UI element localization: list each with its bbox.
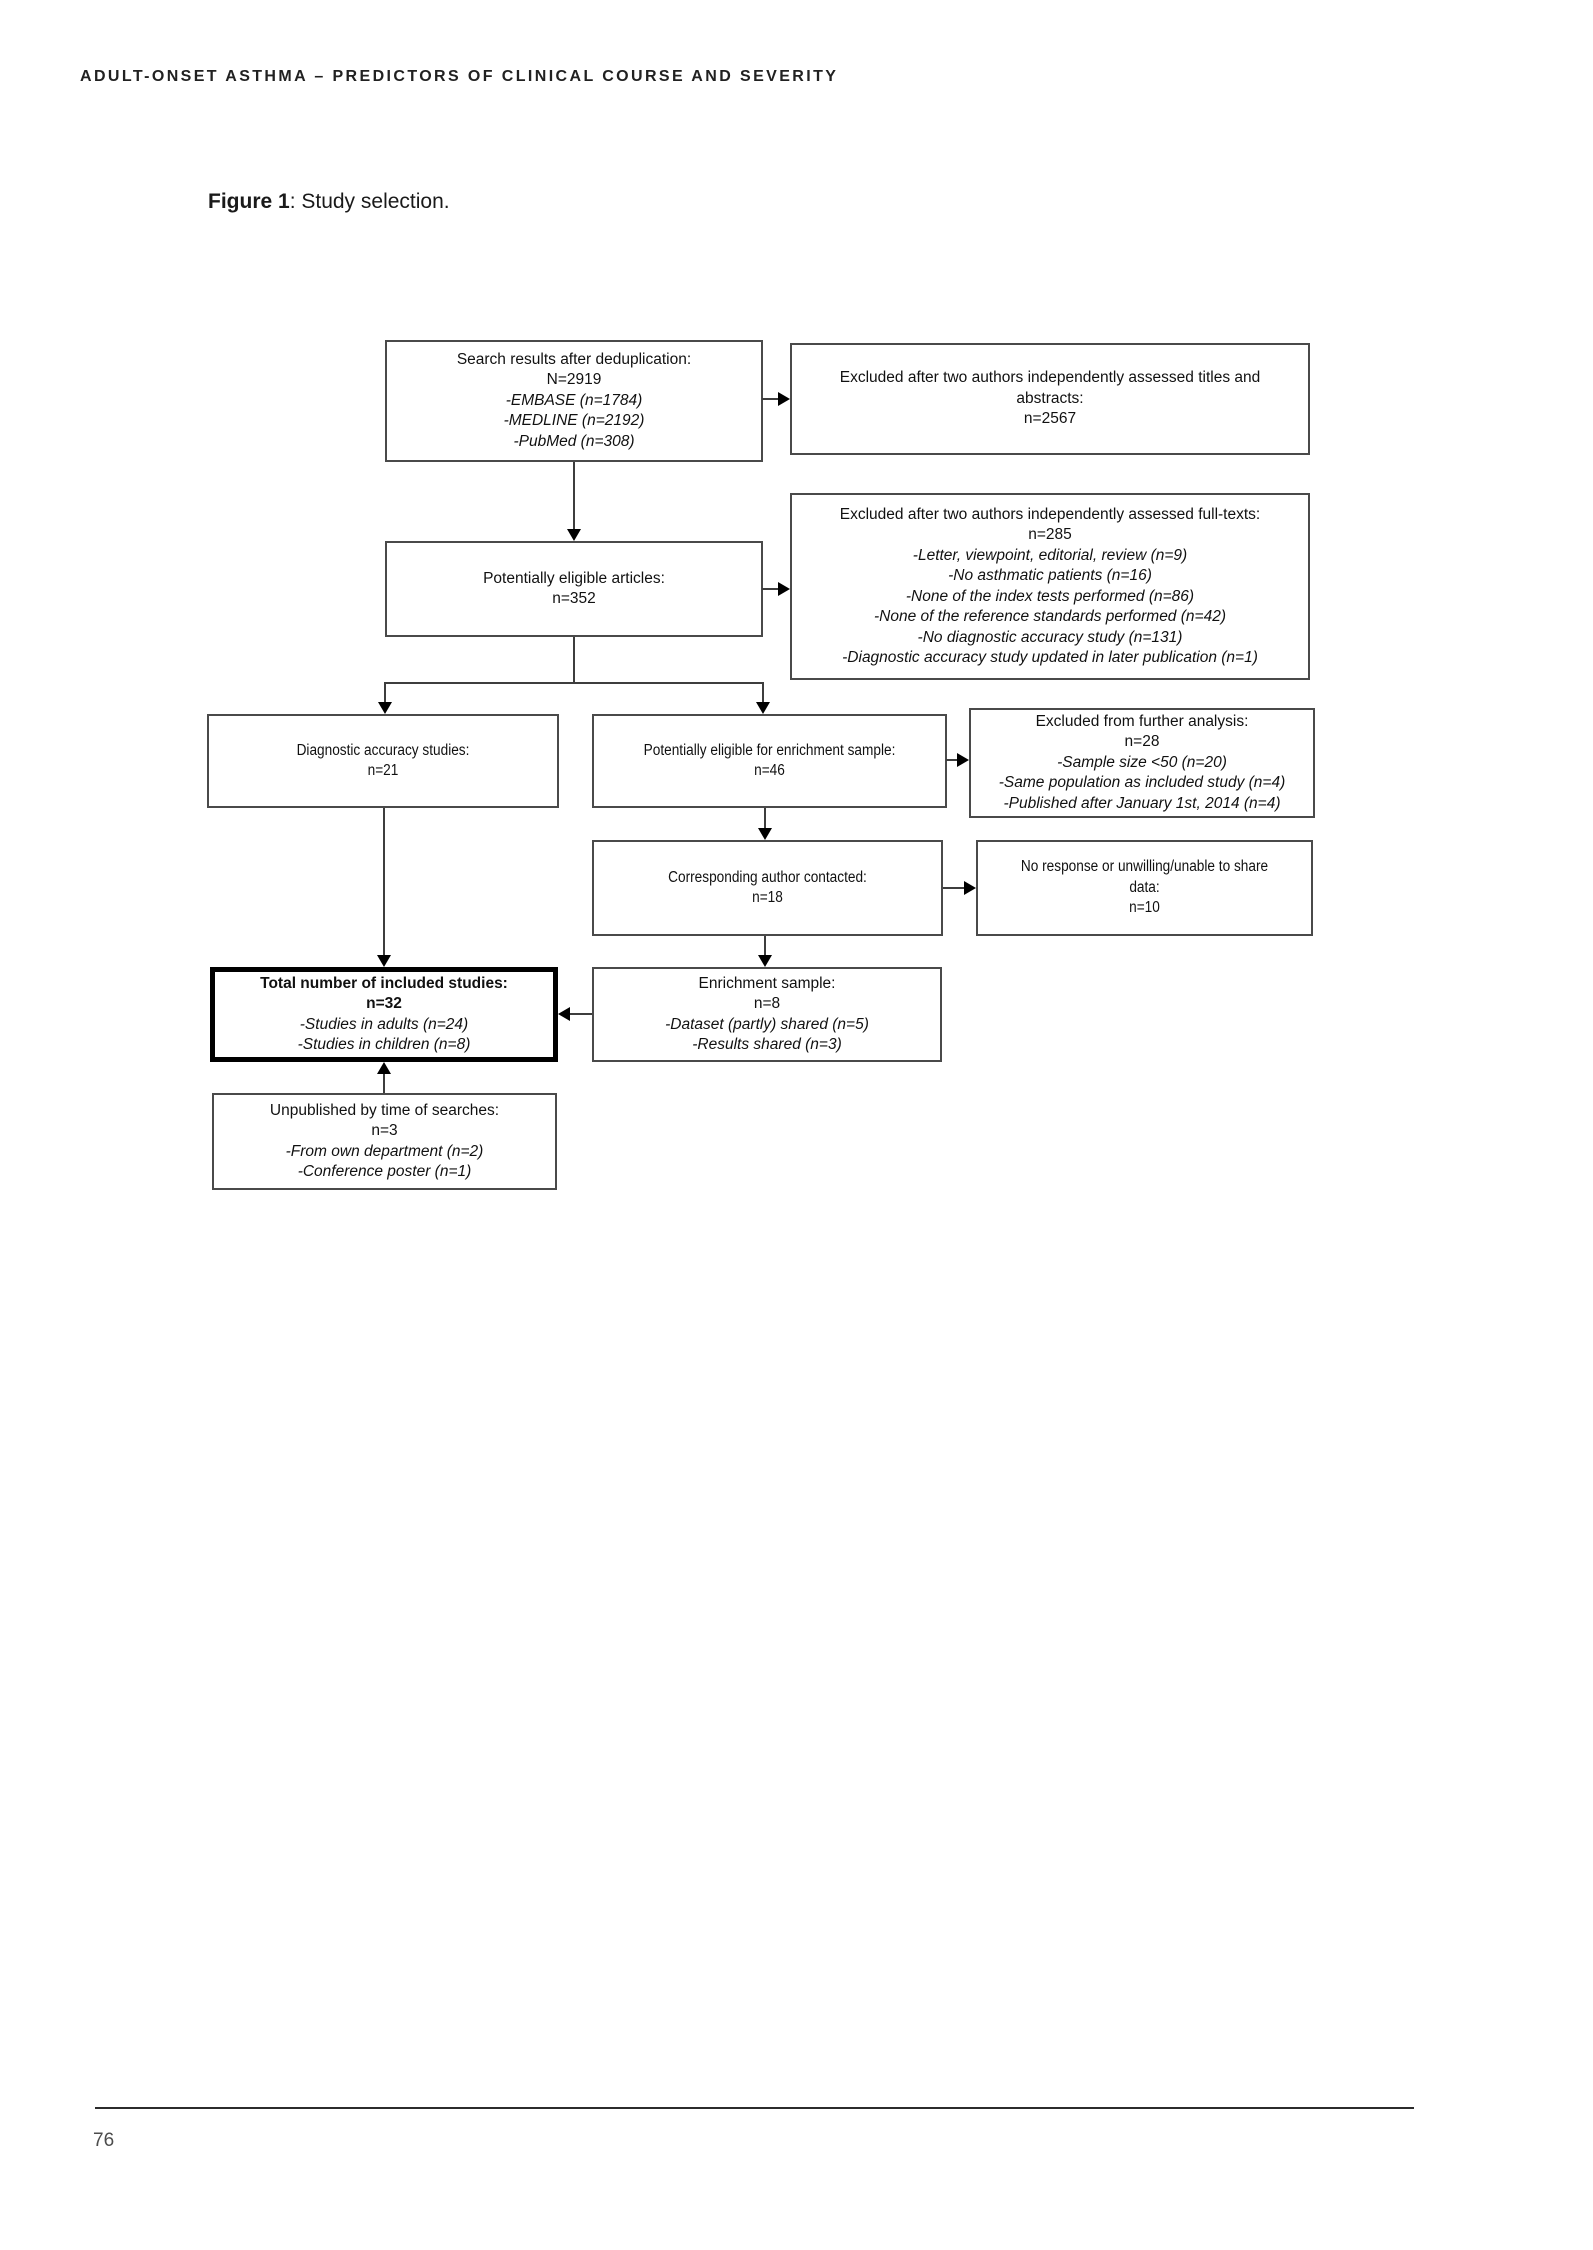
box-text-line: -Studies in adults (n=24) — [299, 1015, 469, 1033]
box-text-line: Enrichment sample: — [698, 974, 836, 992]
figure-label: Figure 1 — [208, 190, 290, 213]
arrowhead-down-icon — [377, 955, 391, 967]
box-text-line: -Sample size <50 (n=20) — [1057, 753, 1227, 771]
connector-branch-right-drop — [762, 682, 764, 703]
box-text-line: -Published after January 1st, 2014 (n=4) — [1003, 794, 1281, 812]
arrowhead-down-icon — [758, 955, 772, 967]
page-number: 76 — [93, 2130, 115, 2151]
box-text-line: n=10 — [1129, 899, 1160, 917]
flow-box-excluded-titles-abstracts: Excluded after two authors independently… — [790, 343, 1310, 455]
box-text-line: N=2919 — [546, 371, 602, 389]
arrowhead-right-icon — [778, 582, 790, 596]
box-text-line: -MEDLINE (n=2192) — [503, 412, 645, 430]
box-text-line: n=18 — [752, 889, 783, 906]
flow-box-total-included-studies: Total number of included studies: n=32 -St… — [210, 967, 558, 1062]
connector-enrichment-to-total — [570, 1013, 592, 1015]
box-text-line: -No asthmatic patients (n=16) — [948, 567, 1152, 584]
flow-box-enrichment-sample: Enrichment sample: n=8 -Dataset (partly) s… — [592, 967, 942, 1062]
box-text-line: n=3 — [371, 1122, 398, 1139]
connector-branch-left-drop — [384, 682, 386, 703]
box-text-line: -Results shared (n=3) — [692, 1036, 842, 1053]
arrowhead-right-icon — [778, 392, 790, 406]
box-text-line: n=2567 — [1023, 410, 1077, 428]
box-text-line: -EMBASE (n=1784) — [505, 391, 643, 409]
box-text-line: Search results after deduplication: — [456, 350, 692, 368]
arrowhead-down-icon — [758, 828, 772, 840]
arrowhead-right-icon — [964, 881, 976, 895]
flow-box-no-response: No response or unwilling/unable to share… — [976, 840, 1313, 936]
box-text-line: -None of the reference standards perform… — [874, 608, 1226, 625]
box-text-line: n=32 — [366, 995, 402, 1012]
connector-enrich-to-author — [764, 808, 766, 829]
connector-articles-branch-stem — [573, 637, 575, 684]
box-text-line: -Same population as included study (n=4) — [998, 774, 1286, 792]
box-text-line: Unpublished by time of searches: — [269, 1101, 500, 1119]
flow-box-excluded-full-texts: Excluded after two authors independently… — [790, 493, 1310, 680]
box-text-line: abstracts: — [1016, 389, 1084, 407]
box-text-line: -From own department (n=2) — [285, 1142, 484, 1160]
arrowhead-left-icon — [558, 1007, 570, 1021]
flow-box-unpublished-by-searches: Unpublished by time of searches: n=3 -From… — [212, 1093, 557, 1190]
box-text-line: -No diagnostic accuracy study (n=131) — [917, 628, 1183, 646]
flow-box-excluded-further-analysis: Excluded from further analysis: n=28 -Samp… — [969, 708, 1315, 818]
box-text-line: n=352 — [552, 590, 596, 607]
running-header: ADULT-ONSET ASTHMA – PREDICTORS OF CLINI… — [80, 68, 839, 85]
arrowhead-up-icon — [377, 1062, 391, 1074]
box-text-line: n=285 — [1028, 526, 1072, 543]
figure-caption-text: : Study selection. — [289, 190, 450, 213]
connector-author-to-no-response — [943, 887, 965, 889]
box-text-line: -Diagnostic accuracy study updated in la… — [842, 649, 1258, 666]
flow-box-eligible-enrichment-sample: Potentially eligible for enrichment samp… — [592, 714, 947, 808]
figure-caption: Figure 1: Study selection. — [208, 190, 450, 214]
footer-rule — [95, 2107, 1414, 2109]
arrowhead-down-icon — [567, 529, 581, 541]
connector-author-to-enrichment — [764, 936, 766, 956]
arrowhead-down-icon — [756, 702, 770, 714]
box-text-line: Potentially eligible for enrichment samp… — [643, 741, 896, 759]
box-text-line: -None of the index tests performed (n=86… — [905, 587, 1195, 605]
box-text-line: n=8 — [753, 995, 781, 1012]
box-text-line: -Conference poster (n=1) — [297, 1163, 472, 1180]
box-text-line: Total number of included studies: — [260, 974, 508, 992]
flow-box-potentially-eligible-articles: Potentially eligible articles: n=352 — [385, 541, 763, 637]
flow-box-search-results: Search results after deduplication: N=291… — [385, 340, 763, 462]
connector-unpublished-to-total — [383, 1073, 385, 1093]
flow-box-diagnostic-accuracy-studies: Diagnostic accuracy studies: n=21 — [207, 714, 559, 808]
box-text-line: -PubMed (n=308) — [513, 432, 635, 450]
arrowhead-down-icon — [378, 702, 392, 714]
box-text-line: Diagnostic accuracy studies: — [296, 741, 470, 759]
flow-box-corresponding-author-contacted: Corresponding author contacted: n=18 — [592, 840, 943, 936]
box-text-line: n=28 — [1124, 733, 1160, 751]
connector-branch-horizontal — [384, 682, 764, 684]
box-text-line: data: — [1129, 878, 1160, 896]
box-text-line: n=21 — [367, 762, 399, 779]
arrowhead-right-icon — [957, 753, 969, 767]
connector-diagnostic-to-total — [383, 808, 385, 955]
box-text-line: -Studies in children (n=8) — [297, 1036, 471, 1053]
box-text-line: Potentially eligible articles: — [483, 569, 665, 587]
box-text-line: Excluded from further analysis: — [1035, 712, 1249, 730]
box-text-line: -Dataset (partly) shared (n=5) — [665, 1015, 869, 1033]
connector-search-to-eligible-articles — [573, 462, 575, 530]
connector-search-to-excluded-titles — [762, 398, 780, 400]
box-text-line: No response or unwilling/unable to share — [1020, 858, 1269, 876]
box-text-line: -Letter, viewpoint, editorial, review (n… — [912, 546, 1188, 564]
connector-articles-to-excluded-fulltexts — [762, 588, 780, 590]
box-text-line: Excluded after two authors independently… — [839, 505, 1261, 523]
box-text-line: n=46 — [754, 762, 785, 779]
connector-enrich-to-excluded-further — [946, 759, 958, 761]
box-text-line: Corresponding author contacted: — [668, 868, 867, 886]
box-text-line: Excluded after two authors independently… — [839, 369, 1261, 387]
